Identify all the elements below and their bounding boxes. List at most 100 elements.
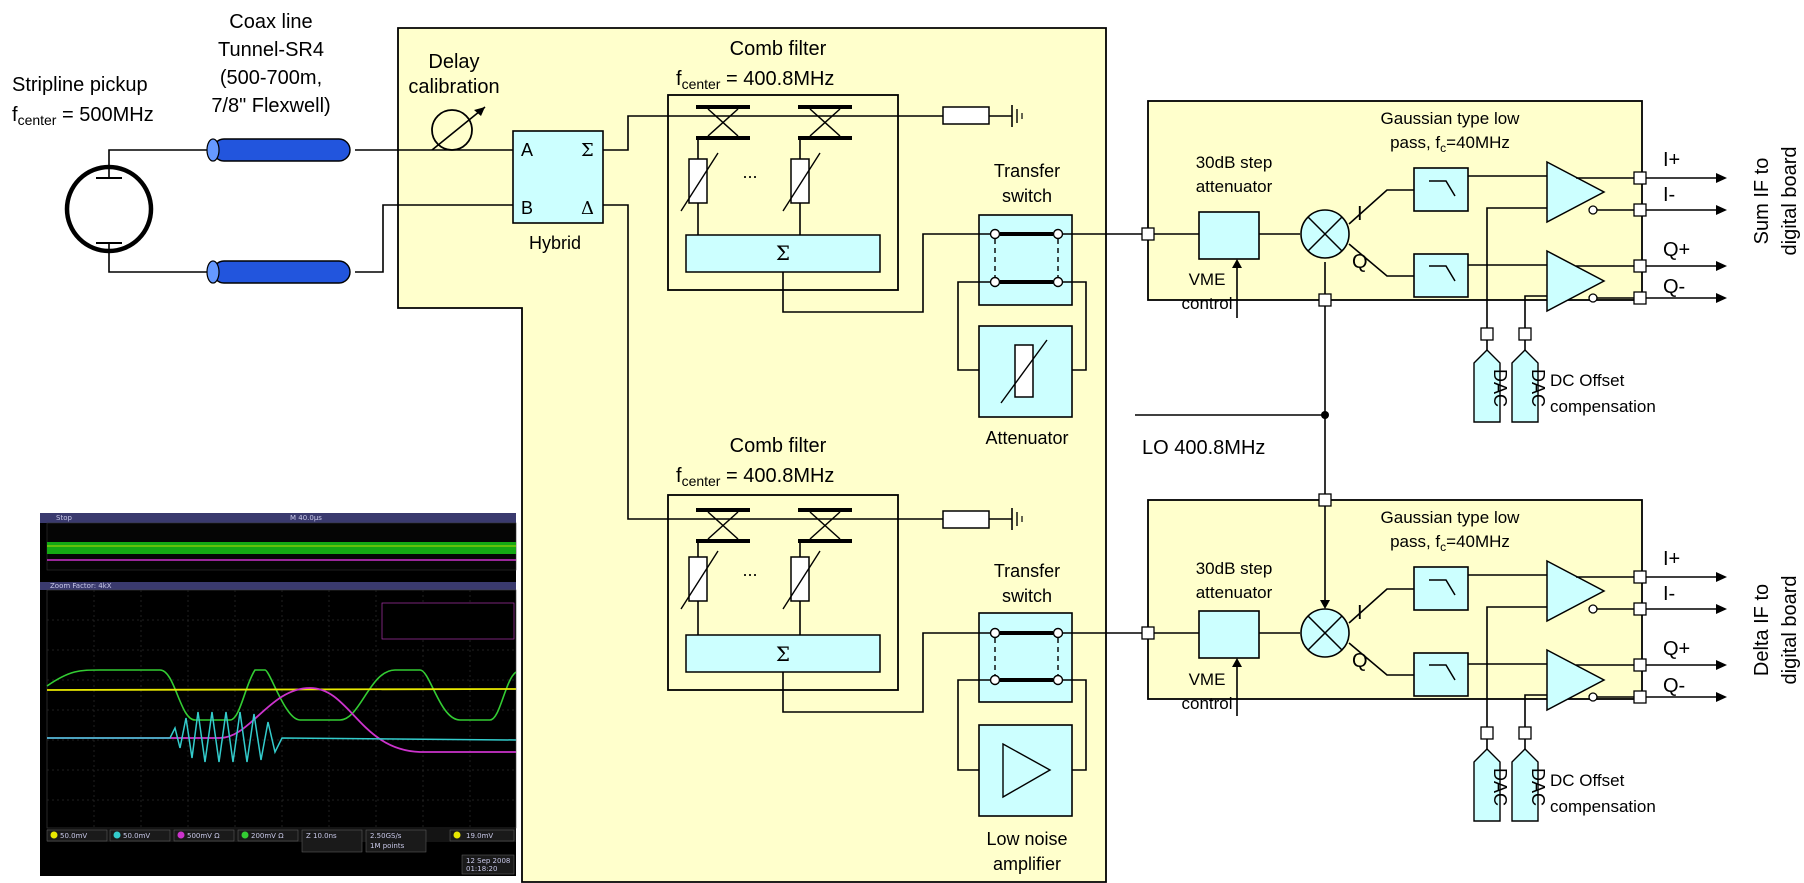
scope-trigger: 19.0mV [466, 832, 493, 840]
delta-diff-amp-i [1546, 559, 1606, 623]
sum-out-qplus: Q+ [1663, 239, 1690, 261]
variable-attenuator [978, 325, 1073, 418]
comb-filter-bottom [667, 494, 943, 691]
delta-gaussian-subtitle: pass, fc=40MHz [1390, 532, 1510, 554]
delta-out-qminus: Q- [1663, 675, 1685, 697]
delta-out-title: Delta IF to [1751, 584, 1773, 676]
comb-filter-top [667, 94, 943, 291]
sum-dc-title: DC Offset [1550, 371, 1625, 390]
switch-bottom-title: Transfer [994, 561, 1060, 581]
comb-bottom-frequency: fcenter = 400.8MHz [676, 465, 834, 489]
comb-top-sum: Σ [776, 241, 790, 265]
delta-q-label: Q [1352, 650, 1368, 672]
delta-dc-title: DC Offset [1550, 771, 1625, 790]
sum-lo-port [1318, 293, 1332, 307]
lna-subtitle: amplifier [993, 854, 1061, 874]
comb-top-title: Comb filter [730, 38, 827, 60]
delta-out-subtitle: digital board [1779, 576, 1801, 685]
phase-shifter-icon [431, 106, 486, 151]
coax-location: Tunnel-SR4 [218, 39, 324, 61]
delta-step-title: 30dB step [1196, 559, 1273, 578]
delta-mixer-icon [1300, 608, 1350, 658]
scope-timebase: M 40.0µs [290, 514, 322, 522]
sum-gaussian-subtitle: pass, fc=40MHz [1390, 133, 1510, 155]
delta-step-attenuator [1198, 610, 1260, 659]
scope-status: Stop [56, 514, 72, 522]
transfer-switch-top [978, 214, 1073, 306]
comb-top-dots: ... [742, 162, 757, 182]
sum-out-iplus: I+ [1663, 149, 1680, 171]
sum-dac-q-label: DAC [1528, 369, 1548, 407]
scope-ch4: 200mV Ω [251, 832, 284, 840]
pickup-frequency: fcenter = 500MHz [12, 104, 154, 128]
sum-out-title: Sum IF to [1751, 158, 1773, 245]
sum-dac-i [1473, 349, 1501, 423]
sum-diff-amp-i [1546, 160, 1606, 224]
comb-bottom-title: Comb filter [730, 435, 827, 457]
hybrid-port-sum: Σ [581, 140, 594, 161]
termination-bottom [942, 508, 1023, 530]
sum-vme-subtitle: control [1181, 294, 1232, 313]
hybrid-port-b: B [521, 198, 533, 218]
sum-input-port [1141, 227, 1155, 241]
coax-length: (500-700m, [220, 67, 322, 89]
coax-cable-bottom [206, 260, 351, 284]
delta-step-subtitle: attenuator [1196, 583, 1273, 602]
termination-top [942, 105, 1023, 127]
coax-cable-top [206, 138, 351, 162]
sum-mixer-icon [1300, 209, 1350, 259]
scope-ch3: 500mV Ω [187, 832, 220, 840]
scope-points: 1M points [370, 842, 405, 850]
hybrid-block [512, 130, 604, 224]
coax-type: 7/8" Flexwell) [211, 95, 330, 117]
low-noise-amplifier [978, 724, 1073, 817]
comb-bottom-dots: ... [742, 560, 757, 580]
sum-out-subtitle: digital board [1779, 147, 1801, 256]
coax-title: Coax line [229, 11, 312, 33]
sum-dc-subtitle: compensation [1550, 397, 1656, 416]
transfer-switch-bottom [978, 612, 1073, 703]
scope-horizontal: Z 10.0ns [306, 832, 337, 840]
delta-input-port [1141, 626, 1155, 640]
stripline-pickup-symbol [64, 164, 154, 270]
sum-step-attenuator [1198, 211, 1260, 260]
scope-date: 12 Sep 2008 [466, 857, 510, 865]
sum-dac-i-label: DAC [1490, 369, 1510, 407]
delta-lowpass-i [1413, 566, 1469, 611]
delta-out-qplus: Q+ [1663, 638, 1690, 660]
delta-diff-amp-q [1546, 648, 1606, 712]
scope-rate: 2.50GS/s [370, 832, 402, 840]
delta-vme-title: VME [1189, 670, 1226, 689]
pickup-title: Stripline pickup [12, 74, 148, 96]
sum-diff-amp-q [1546, 249, 1606, 313]
comb-top-frequency: fcenter = 400.8MHz [676, 68, 834, 92]
delta-dc-subtitle: compensation [1550, 797, 1656, 816]
comb-bottom-sum: Σ [776, 642, 790, 666]
delta-dac-q-label: DAC [1528, 768, 1548, 806]
switch-top-title: Transfer [994, 161, 1060, 181]
hybrid-port-a: A [521, 140, 533, 160]
delta-lowpass-q [1413, 652, 1469, 697]
scope-ch2: 50.0mV [123, 832, 150, 840]
delta-vme-subtitle: control [1181, 694, 1232, 713]
delay-title: Delay [428, 51, 479, 73]
oscilloscope-screenshot: Stop M 40.0µs Zoom Factor: 4kX 50.0mV 50… [40, 513, 517, 876]
sum-vme-title: VME [1189, 270, 1226, 289]
delta-out-iminus: I- [1663, 583, 1675, 605]
sum-out-iminus: I- [1663, 184, 1675, 206]
attenuator-label: Attenuator [985, 428, 1068, 448]
scope-ch1: 50.0mV [60, 832, 87, 840]
switch-bottom-subtitle: switch [1002, 586, 1052, 606]
lna-title: Low noise [986, 829, 1067, 849]
sum-lowpass-q [1413, 253, 1469, 298]
scope-time: 01:18:20 [466, 865, 497, 873]
delta-gaussian-title: Gaussian type low [1381, 508, 1521, 527]
sum-gaussian-title: Gaussian type low [1381, 109, 1521, 128]
sum-step-subtitle: attenuator [1196, 177, 1273, 196]
rf-frontend-board [397, 27, 1107, 883]
delta-dac-q [1511, 748, 1539, 822]
delta-lo-port [1318, 493, 1332, 507]
lo-label: LO 400.8MHz [1142, 437, 1265, 459]
switch-top-subtitle: switch [1002, 186, 1052, 206]
